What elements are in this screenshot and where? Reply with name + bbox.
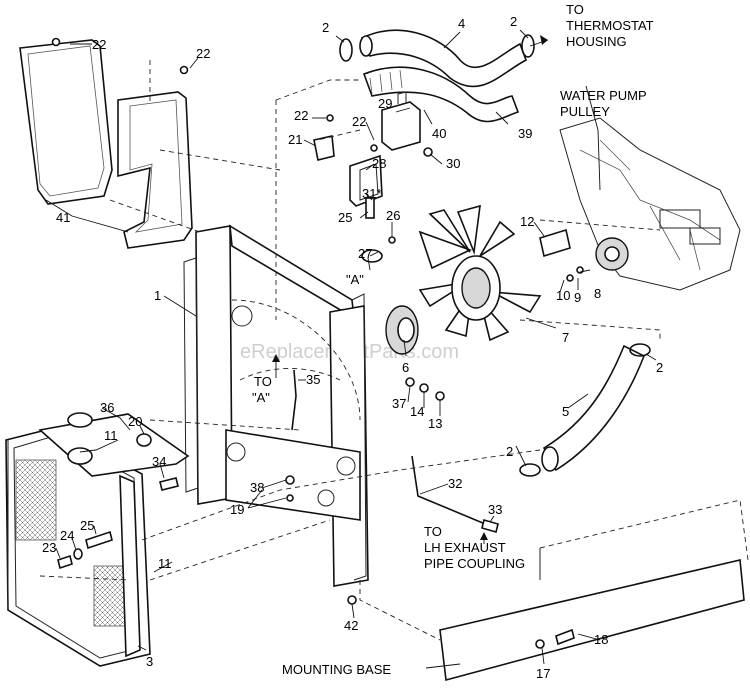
callout-40: 40 <box>432 126 446 141</box>
callout-9: 9 <box>574 290 581 305</box>
callout-20: 20 <box>128 414 142 429</box>
coolant-recovery-tank <box>381 91 421 151</box>
callout-22: 22 <box>352 114 366 129</box>
annotation-notes: TO THERMOSTAT HOUSING WATER PUMP PULLEY … <box>252 2 654 677</box>
callout-12: 12 <box>520 214 534 229</box>
drain-tube <box>291 369 297 431</box>
radiator-top-tank <box>38 412 190 477</box>
callout-2: 2 <box>656 360 663 375</box>
callout-21: 21 <box>288 132 302 147</box>
callout-6: 6 <box>402 360 409 375</box>
callout-22: 22 <box>92 37 106 52</box>
callout-13: 13 <box>428 416 442 431</box>
exhaust-note: LH EXHAUST <box>424 540 506 555</box>
callout-34: 34 <box>152 454 166 469</box>
radiator-core <box>5 427 151 667</box>
mounting-base-label: MOUNTING BASE <box>282 662 391 677</box>
lower-hose <box>541 344 646 472</box>
callout-35: 35 <box>306 372 320 387</box>
fan-guard-left <box>19 39 113 205</box>
to-a-note: TO <box>254 374 272 389</box>
reference-lines <box>39 60 661 641</box>
tube-fitting <box>481 519 499 533</box>
mounting-base <box>439 499 749 682</box>
callout-2: 2 <box>322 20 329 35</box>
arrow-head-icon <box>540 35 548 45</box>
exhaust-note: PIPE COUPLING <box>424 556 525 571</box>
callout-33: 33 <box>488 502 502 517</box>
water-pump-pulley-engine <box>559 117 741 291</box>
lower-hose-upper <box>362 66 520 123</box>
callout-29: 29 <box>378 96 392 111</box>
callout-5: 5 <box>562 404 569 419</box>
callout-25: 25 <box>338 210 352 225</box>
view-a-label: "A" <box>346 272 364 287</box>
callout-labels: 22 22 41 1 2 4 2 29 22 22 21 28 30 40 39… <box>42 14 663 681</box>
callout-23: 23 <box>42 540 56 555</box>
callout-4: 4 <box>458 16 465 31</box>
pulley-note: WATER PUMP <box>560 88 647 103</box>
callout-1: 1 <box>154 288 161 303</box>
callout-26: 26 <box>386 208 400 223</box>
hose-clamp <box>629 343 651 357</box>
callout-14: 14 <box>410 404 424 419</box>
hose-clamp <box>339 38 353 62</box>
fan-spacer-12 <box>539 228 571 258</box>
callout-38: 38 <box>250 480 264 495</box>
callout-leaders <box>45 29 657 669</box>
thermostat-note: TO <box>566 2 584 17</box>
callout-42: 42 <box>344 618 358 633</box>
callout-27: 27 <box>358 246 372 261</box>
bracket-21 <box>313 135 335 161</box>
callout-2: 2 <box>506 444 513 459</box>
callout-10: 10 <box>556 288 570 303</box>
callout-11: 11 <box>158 556 172 571</box>
hose-clamp <box>521 34 535 58</box>
callout-39: 39 <box>518 126 532 141</box>
callout-32: 32 <box>448 476 462 491</box>
callout-19: 19 <box>230 502 244 517</box>
to-a-note: "A" <box>252 390 270 405</box>
callout-8: 8 <box>594 286 601 301</box>
thermostat-note: THERMOSTAT <box>566 18 654 33</box>
thermostat-note: HOUSING <box>566 34 627 49</box>
arrow-up-icon <box>480 532 488 540</box>
fan-guard-right <box>117 91 193 249</box>
exhaust-note: TO <box>424 524 442 539</box>
callout-7: 7 <box>562 330 569 345</box>
callout-31: 31* <box>362 186 382 201</box>
callout-30: 30 <box>446 156 460 171</box>
callout-18: 18 <box>594 632 608 647</box>
callout-28: 28 <box>372 156 386 171</box>
view-a-arrow <box>367 257 371 271</box>
arrow-up-icon <box>272 354 280 362</box>
hardware <box>51 37 584 649</box>
callout-37: 37 <box>392 396 406 411</box>
callout-22: 22 <box>294 108 308 123</box>
hose-clamp <box>519 463 541 477</box>
callout-11: 11 <box>104 428 118 443</box>
pulley-note: PULLEY <box>560 104 610 119</box>
callout-41: 41 <box>56 210 70 225</box>
callout-25: 25 <box>80 518 94 533</box>
fan-spacer-hub <box>385 305 419 355</box>
callout-17: 17 <box>536 666 550 681</box>
callout-36: 36 <box>100 400 114 415</box>
callout-2: 2 <box>510 14 517 29</box>
callout-3: 3 <box>146 654 153 669</box>
callout-24: 24 <box>60 528 74 543</box>
overflow-tube <box>411 455 491 527</box>
callout-22: 22 <box>196 46 210 61</box>
fan-shroud-frame <box>183 224 369 587</box>
cooling-fan <box>418 204 542 342</box>
